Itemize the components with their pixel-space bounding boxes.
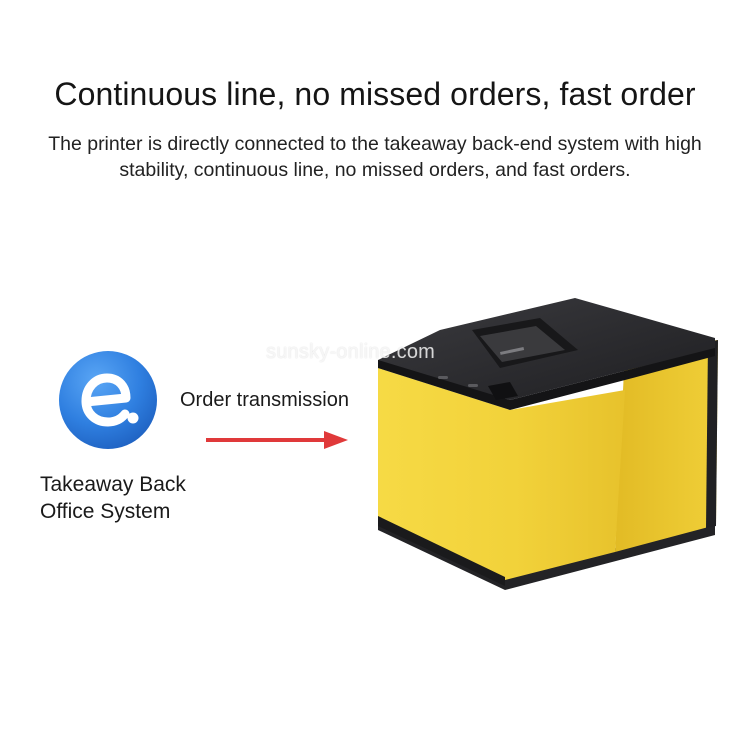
- right-arrow-icon: [206, 431, 348, 449]
- watermark: sunsky-online.com: [266, 341, 436, 363]
- headline: Continuous line, no missed orders, fast …: [54, 76, 696, 112]
- app-label-line-1: Takeaway Back: [40, 473, 186, 496]
- description: The printer is directly connected to the…: [10, 131, 740, 183]
- e-letter-app-icon: [59, 351, 157, 449]
- description-line-2: stability, continuous line, no missed or…: [119, 159, 631, 181]
- order-transmission-label: Order transmission: [180, 389, 349, 411]
- description-line-1: The printer is directly connected to the…: [48, 133, 702, 155]
- app-label-line-2: Office System: [40, 500, 171, 523]
- thermal-receipt-printer: [378, 298, 718, 590]
- app-label: Takeaway Back Office System: [40, 471, 240, 525]
